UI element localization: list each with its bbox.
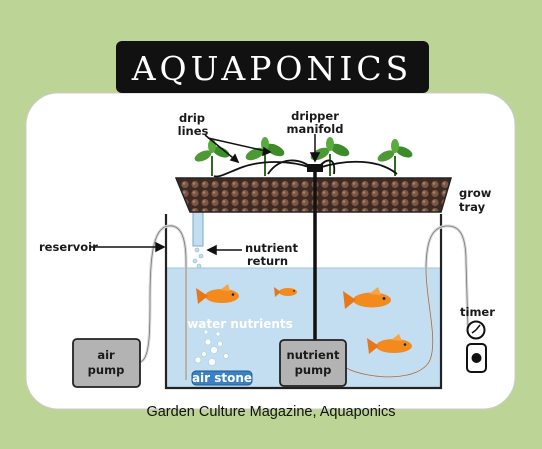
plant-4 [377,139,413,176]
air-pump [72,338,141,388]
fish [196,284,412,354]
air-pump-label-line2: pump [88,363,125,377]
timer-device [466,320,487,373]
air-stone-label: air stone [192,371,252,385]
image-caption: Garden Culture Magazine, Aquaponics [146,404,396,420]
air-stone [191,370,253,386]
grow-tray-label-line2: tray [459,200,486,214]
nutrient-pump-label-line1: nutrient [287,348,340,362]
return-drops [192,247,204,269]
nutrient-pump-label-line2: pump [295,363,332,377]
reservoir-label: reservoir [39,240,98,254]
dripper-manifold-label-line2: manifold [287,122,344,136]
plant-1 [194,139,230,176]
air-bubbles [194,329,229,366]
page-title: AQUAPONICS [131,49,413,88]
nutrient-return-label-line1: nutrient [245,241,298,255]
fish-2 [274,287,297,297]
grow-tray-label-line1: grow [459,186,492,200]
clock-icon [475,324,481,331]
water-nutrients-label: water nutrients [187,317,293,331]
nutrient-pump [279,339,347,387]
drip-lines-label-line2: lines [178,124,209,138]
label-arrows [91,134,321,256]
return-pipe [192,211,204,247]
timer-label: timer [460,305,495,319]
fish-4 [367,334,412,354]
title-banner [116,41,429,93]
dripper-manifold [307,164,323,172]
fish-3 [343,287,391,309]
nutrient-return-label-line2: return [247,254,288,268]
drip-lines-label-line1: drip [179,111,205,125]
dripper-manifold-label-line1: dripper [291,109,339,123]
air-pump-label-line1: air [97,348,115,362]
fish-1 [196,284,239,304]
plant-2 [245,137,285,176]
